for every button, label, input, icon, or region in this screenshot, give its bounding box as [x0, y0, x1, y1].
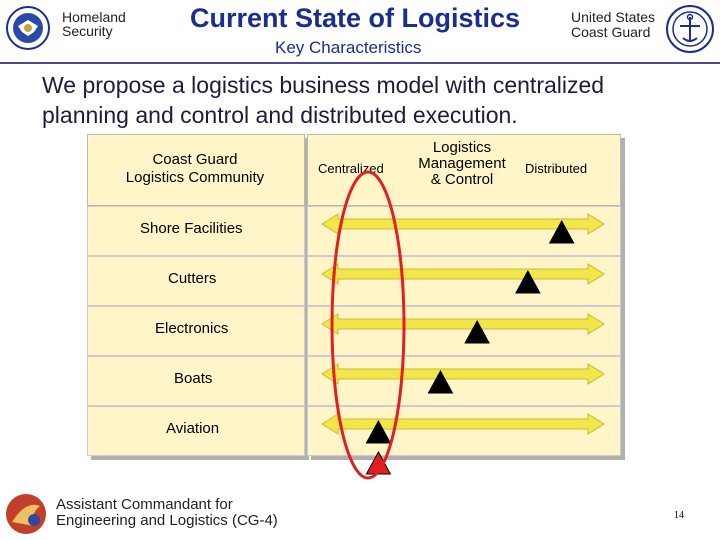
row-label: Cutters — [168, 270, 217, 287]
dhs-seal-icon — [6, 6, 50, 50]
statement-line2: planning and control and distributed exe… — [42, 102, 518, 128]
page-number: 14 — [674, 510, 684, 521]
current-position-marker — [464, 319, 490, 344]
double-arrow — [321, 363, 605, 385]
management-column-label: Logistics Management & Control — [410, 140, 514, 188]
row-label-cell — [87, 206, 305, 256]
slide-subtitle: Key Characteristics — [275, 38, 422, 57]
row-label: Electronics — [155, 320, 229, 337]
current-position-marker — [515, 269, 541, 294]
current-position-marker — [548, 219, 575, 244]
community-header-line2: Logistics Community — [125, 169, 265, 186]
row-spectrum-cell — [307, 306, 621, 356]
row-label-cell — [87, 256, 305, 306]
dhs-org-name: Homeland Security — [62, 10, 126, 38]
footer-line2: Engineering and Logistics (CG-4) — [56, 512, 278, 529]
row-spectrum-cell — [307, 256, 621, 306]
header-divider — [0, 62, 720, 64]
management-line2: Management — [418, 155, 506, 172]
row-label: Aviation — [166, 420, 220, 437]
community-header: Coast Guard Logistics Community — [87, 151, 303, 187]
row-label-cell — [87, 356, 305, 406]
community-header-line1: Coast Guard — [152, 151, 238, 168]
uscg-org-line2: Coast Guard — [571, 24, 651, 40]
management-line3: & Control — [430, 171, 494, 188]
uscg-org-line1: United States — [571, 9, 656, 25]
row-label-cell — [87, 406, 305, 456]
community-header-cell — [87, 134, 305, 206]
row-spectrum-cell — [307, 356, 621, 406]
dhs-org-line1: Homeland — [62, 9, 126, 25]
uscg-seal-icon — [666, 5, 714, 53]
proposal-statement: We propose a logistics business model wi… — [42, 70, 692, 130]
cg4-logo-icon — [6, 494, 46, 534]
footer-org: Assistant Commandant for Engineering and… — [56, 497, 278, 529]
dhs-org-line2: Security — [62, 23, 113, 39]
current-position-marker — [427, 369, 454, 394]
current-position-marker — [365, 419, 392, 444]
distributed-column-label: Distributed — [525, 161, 588, 176]
row-spectrum-cell — [307, 406, 621, 456]
slide-title: Current State of Logistics — [190, 3, 521, 33]
footer-line1: Assistant Commandant for — [56, 496, 233, 513]
row-label: Boats — [174, 370, 213, 387]
row-label-cell — [87, 306, 305, 356]
centralized-highlight-oval — [330, 170, 406, 480]
double-arrow — [321, 413, 605, 435]
uscg-org-name: United States Coast Guard — [571, 10, 655, 40]
row-spectrum-cell — [307, 206, 621, 256]
statement-line1: We propose a logistics business model wi… — [42, 72, 605, 98]
management-line1: Logistics — [432, 139, 492, 156]
spectrum-header-cell — [307, 134, 621, 206]
double-arrow — [321, 313, 605, 335]
row-label: Shore Facilities — [140, 220, 243, 237]
double-arrow — [321, 263, 605, 285]
